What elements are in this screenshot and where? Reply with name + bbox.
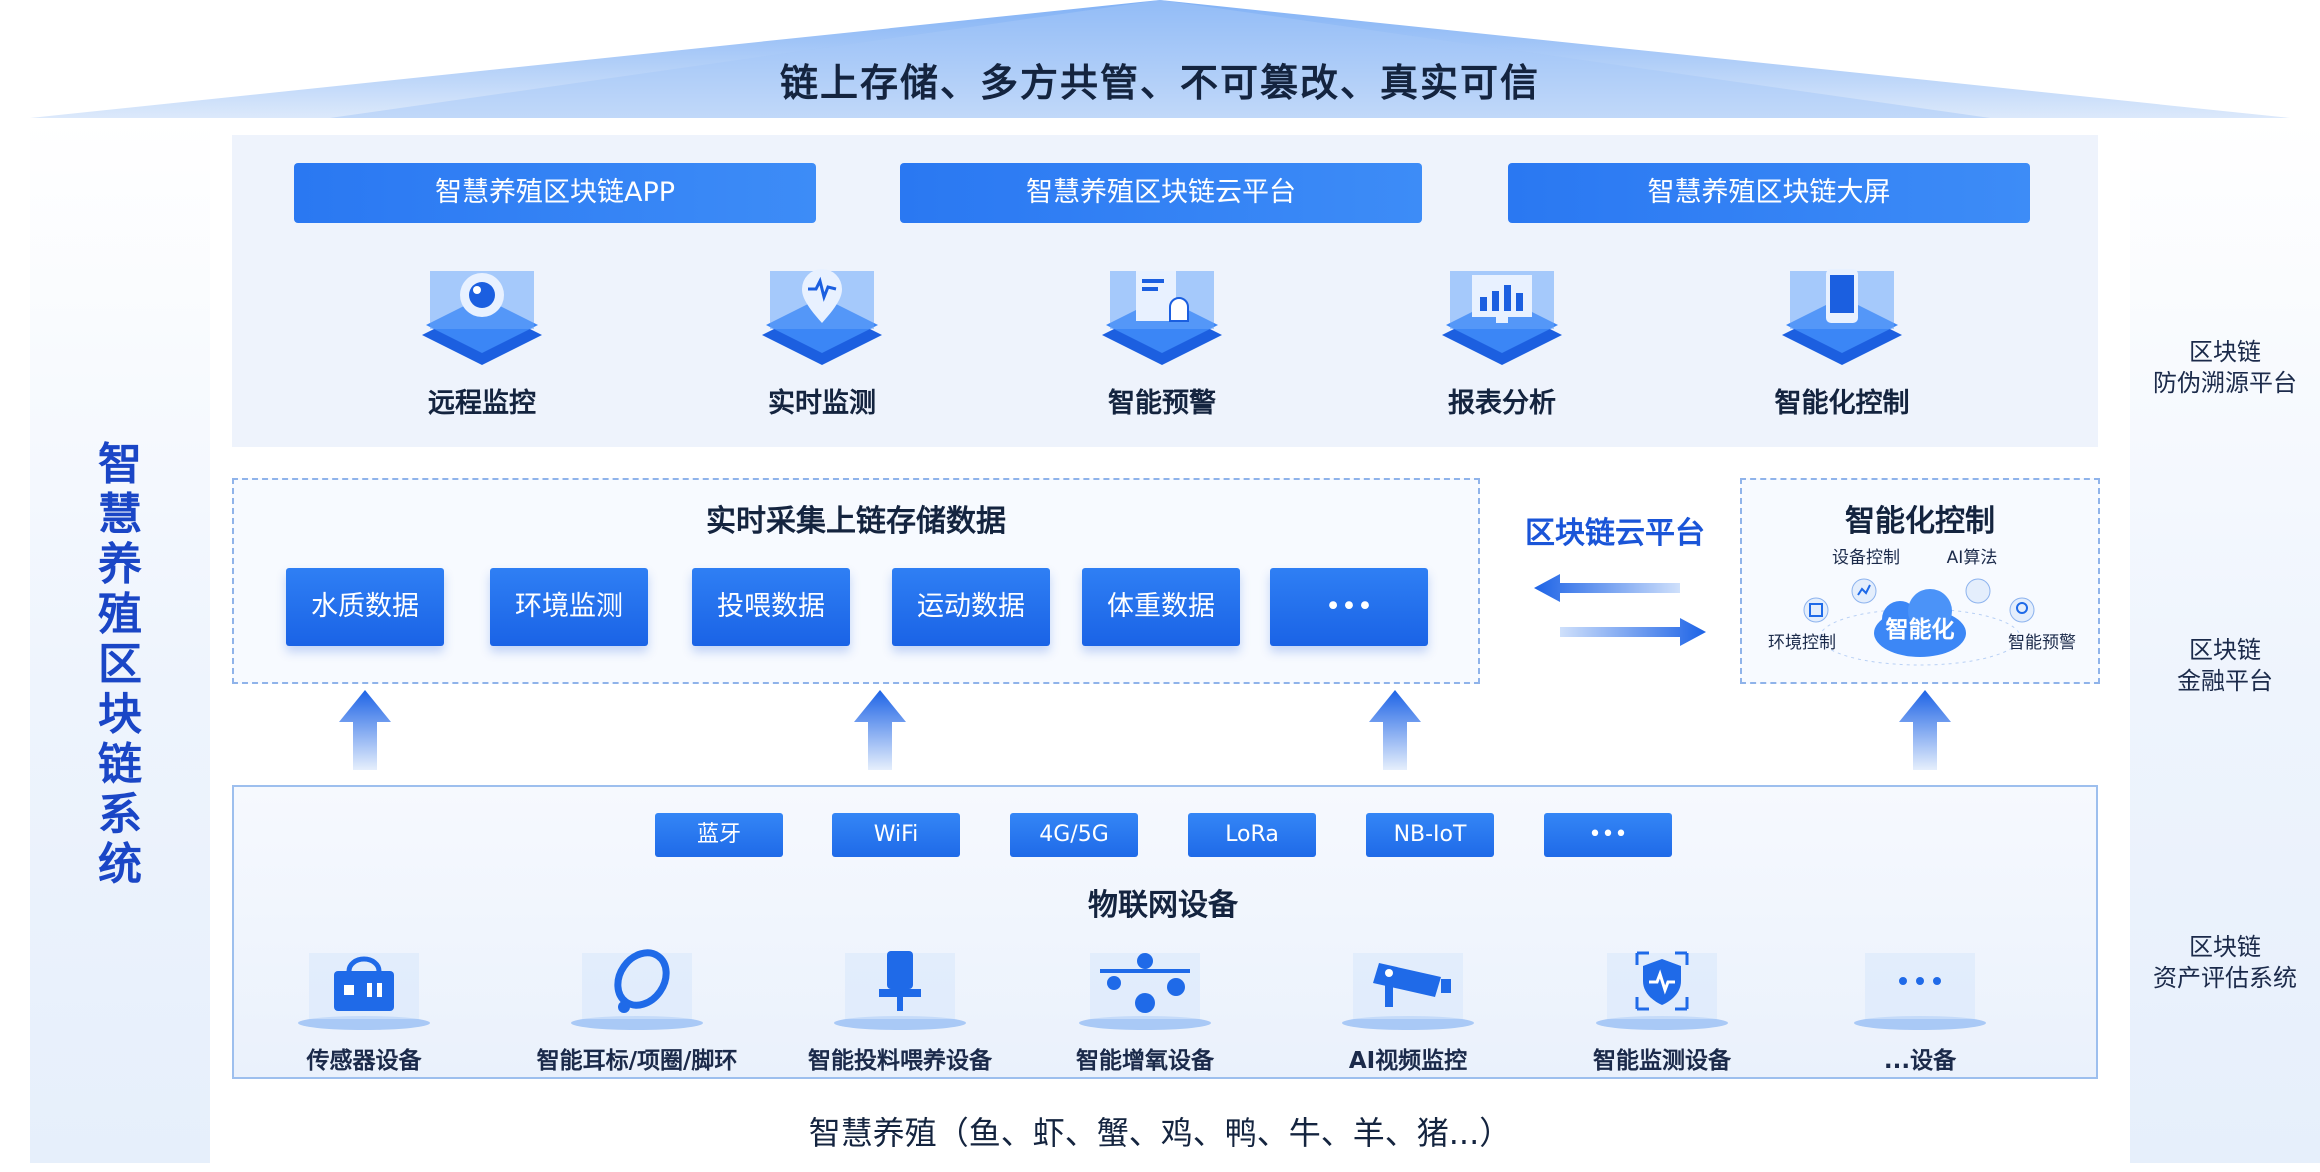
data-item-environment[interactable]: 环境监测 bbox=[490, 568, 648, 646]
more-icon bbox=[1854, 953, 1986, 1030]
cloud-platform-label: 区块链云平台 bbox=[1525, 516, 1705, 551]
device-aerator[interactable]: 智能增氧设备 bbox=[1015, 945, 1275, 1075]
right-label-line: 区块链 bbox=[2189, 933, 2261, 961]
ai-algorithm-icon bbox=[1965, 578, 1991, 604]
protocol-lora[interactable]: LoRa bbox=[1188, 813, 1316, 857]
function-label: 智能化控制 bbox=[1774, 388, 1910, 419]
protocol-4g5g[interactable]: 4G/5G bbox=[1010, 813, 1138, 857]
function-label: 远程监控 bbox=[428, 388, 536, 419]
camera-icon bbox=[422, 271, 542, 365]
data-item-weight[interactable]: 体重数据 bbox=[1082, 568, 1240, 646]
bar-chart-icon bbox=[1442, 271, 1562, 365]
iot-devices-box bbox=[232, 785, 2098, 1079]
protocol-wifi[interactable]: WiFi bbox=[832, 813, 960, 857]
alarm-icon bbox=[1102, 271, 1222, 365]
data-item-feeding[interactable]: 投喂数据 bbox=[692, 568, 850, 646]
right-label-line: 金融平台 bbox=[2177, 667, 2273, 695]
platform-screen-button[interactable]: 智慧养殖区块链大屏 bbox=[1508, 163, 2030, 223]
control-section-title: 智能化控制 bbox=[1845, 504, 1995, 539]
cctv-icon bbox=[1342, 953, 1474, 1030]
device-monitoring[interactable]: 智能监测设备 bbox=[1532, 945, 1792, 1075]
protocol-more[interactable]: ••• bbox=[1544, 813, 1672, 857]
function-remote-monitoring[interactable]: 远程监控 bbox=[382, 265, 582, 420]
control-item-ai: AI算法 bbox=[1946, 548, 1998, 568]
device-control-icon bbox=[1851, 578, 1877, 604]
control-center-label: 智能化 bbox=[1885, 617, 1955, 643]
device-feeder[interactable]: 智能投料喂养设备 bbox=[770, 945, 1030, 1075]
environment-control-icon bbox=[1803, 597, 1829, 623]
right-label-line: 防伪溯源平台 bbox=[2153, 369, 2297, 397]
bottom-caption: 智慧养殖（鱼、虾、蟹、鸡、鸭、牛、羊、猪...） bbox=[808, 1114, 1512, 1152]
up-arrow-icon bbox=[339, 690, 391, 770]
sensor-icon bbox=[298, 953, 430, 1030]
alert-icon bbox=[2009, 597, 2035, 623]
device-label: 智能投料喂养设备 bbox=[808, 1048, 992, 1074]
device-label: ...设备 bbox=[1883, 1048, 1957, 1074]
protocol-nbiot[interactable]: NB-IoT bbox=[1366, 813, 1494, 857]
device-label: 智能耳标/项圈/脚环 bbox=[536, 1048, 738, 1074]
function-realtime-monitoring[interactable]: 实时监测 bbox=[722, 265, 922, 420]
control-item-alert: 智能预警 bbox=[2008, 633, 2076, 653]
device-label: AI视频监控 bbox=[1348, 1048, 1468, 1074]
shield-pulse-icon bbox=[1596, 951, 1728, 1030]
control-item-device: 设备控制 bbox=[1832, 548, 1900, 568]
device-ear-tag[interactable]: 智能耳标/项圈/脚环 bbox=[507, 945, 767, 1075]
control-item-environment: 环境控制 bbox=[1768, 633, 1836, 653]
data-item-more[interactable]: ••• bbox=[1270, 568, 1428, 646]
data-section-title: 实时采集上链存储数据 bbox=[706, 504, 1006, 539]
right-label-traceability: 区块链 防伪溯源平台 bbox=[2130, 337, 2320, 399]
right-label-line: 区块链 bbox=[2189, 636, 2261, 664]
device-label: 智能监测设备 bbox=[1593, 1048, 1731, 1074]
smart-control-diagram bbox=[1803, 578, 2035, 666]
device-label: 智能增氧设备 bbox=[1076, 1048, 1214, 1074]
right-label-asset-eval: 区块链 资产评估系统 bbox=[2130, 932, 2320, 994]
system-title: 智慧养殖区块链系统 bbox=[98, 439, 142, 890]
data-item-water-quality[interactable]: 水质数据 bbox=[286, 568, 444, 646]
function-label: 实时监测 bbox=[768, 388, 876, 419]
roof-slogan: 链上存储、多方共管、不可篡改、真实可信 bbox=[779, 61, 1540, 105]
function-smart-control[interactable]: 智能化控制 bbox=[1742, 265, 1942, 420]
up-arrow-icon bbox=[1369, 690, 1421, 770]
cloud-icon bbox=[1874, 589, 1966, 657]
aerator-icon bbox=[1079, 953, 1211, 1030]
left-pillar bbox=[30, 118, 210, 1163]
device-label: 传感器设备 bbox=[306, 1048, 422, 1074]
location-pulse-icon bbox=[762, 269, 882, 365]
up-arrow-icon bbox=[854, 690, 906, 770]
platform-cloud-button[interactable]: 智慧养殖区块链云平台 bbox=[900, 163, 1422, 223]
function-label: 报表分析 bbox=[1448, 388, 1556, 419]
right-label-line: 资产评估系统 bbox=[2153, 964, 2297, 992]
phone-icon bbox=[1782, 269, 1902, 365]
right-pillar bbox=[2130, 118, 2320, 1163]
iot-title: 物联网设备 bbox=[1088, 888, 1238, 923]
device-ai-video[interactable]: AI视频监控 bbox=[1278, 945, 1538, 1075]
data-item-movement[interactable]: 运动数据 bbox=[892, 568, 1050, 646]
device-sensor[interactable]: 传感器设备 bbox=[234, 945, 494, 1075]
function-smart-alert[interactable]: 智能预警 bbox=[1062, 265, 1262, 420]
feeder-icon bbox=[834, 951, 966, 1030]
right-label-finance: 区块链 金融平台 bbox=[2130, 635, 2320, 697]
function-report-analysis[interactable]: 报表分析 bbox=[1402, 265, 1602, 420]
function-label: 智能预警 bbox=[1108, 388, 1216, 419]
device-more[interactable]: ...设备 bbox=[1790, 945, 2050, 1075]
platform-app-button[interactable]: 智慧养殖区块链APP bbox=[294, 163, 816, 223]
up-arrow-icon bbox=[1899, 690, 1951, 770]
right-label-line: 区块链 bbox=[2189, 338, 2261, 366]
collar-icon bbox=[571, 949, 703, 1030]
exchange-arrows-icon bbox=[1534, 574, 1706, 646]
protocol-bluetooth[interactable]: 蓝牙 bbox=[655, 813, 783, 857]
roof-banner bbox=[30, 0, 2290, 118]
